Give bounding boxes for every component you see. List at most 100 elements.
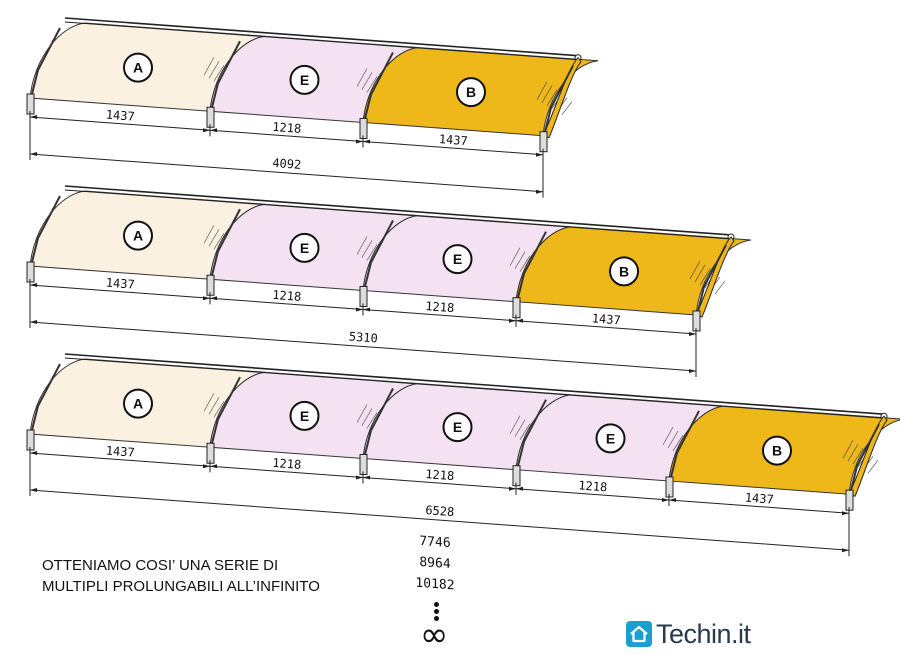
hatch-line — [361, 72, 373, 90]
panel-label-B: B — [466, 84, 476, 100]
hatch-line — [509, 415, 521, 434]
panel-label-E: E — [300, 72, 309, 88]
bracket-arm — [29, 195, 61, 271]
dimension-label: 1218 — [272, 456, 302, 472]
dimension-line — [515, 488, 670, 501]
bracket-arm — [668, 410, 700, 486]
extended-totals-list: 7746 8964 10182 — [405, 532, 465, 595]
dimension-label: 1218 — [425, 467, 455, 483]
panel-label-A: A — [133, 396, 143, 412]
dimension-line — [209, 129, 364, 142]
hatch-line — [847, 444, 859, 462]
bracket-arm — [362, 52, 394, 127]
end-fascia — [542, 56, 582, 139]
top-rail-inner — [64, 357, 885, 419]
bracket-arm — [542, 65, 574, 140]
end-fascia — [695, 236, 735, 318]
caption: OTTENIAMO COSI’ UNA SERIE DI MULTIPLI PR… — [42, 555, 320, 597]
hatch-line — [208, 397, 220, 415]
hatch-line — [366, 244, 378, 261]
panel-label-circle — [762, 435, 792, 466]
panel-label-circle — [442, 412, 473, 443]
hatch-line — [667, 430, 679, 449]
logo-text: Techin.it — [656, 618, 751, 649]
panel-label-circle — [442, 244, 473, 275]
dimension-label: 1218 — [578, 478, 608, 494]
end-fascia — [848, 415, 888, 497]
hatch-line — [208, 61, 220, 79]
dimension-label: 1218 — [272, 120, 302, 136]
dimension-line — [362, 308, 517, 322]
bracket-arm — [362, 388, 394, 463]
hatch-line — [541, 85, 553, 103]
hatch-line — [203, 225, 215, 244]
dimension-line — [209, 297, 364, 310]
panel-label-B: B — [619, 263, 629, 279]
hatch-line — [514, 251, 526, 269]
hatch-line — [361, 240, 373, 258]
total-10182: 10182 — [415, 575, 455, 594]
panel-label-circle — [456, 77, 486, 108]
panel-label-B: B — [772, 443, 782, 459]
hatch-line — [852, 448, 864, 465]
dimension-line — [29, 284, 211, 299]
bracket-arm — [848, 423, 880, 499]
dimension-label: 1218 — [272, 288, 302, 304]
hatch-line — [361, 408, 373, 426]
dimension-line — [362, 476, 517, 490]
panel-label-E: E — [300, 240, 309, 256]
bracket-arm — [515, 399, 547, 474]
panel-label-E: E — [453, 419, 462, 435]
hatch-line — [519, 255, 531, 272]
hatch-line — [213, 65, 225, 82]
hatch-line — [366, 76, 378, 93]
bracket-arm — [695, 244, 727, 320]
panel-label-circle — [123, 52, 153, 83]
panel-label-A: A — [133, 228, 143, 244]
hatch-line — [356, 236, 368, 255]
hatch-line — [203, 393, 215, 412]
bracket-arm — [209, 376, 241, 452]
bracket-arm — [209, 208, 241, 284]
top-rail — [64, 353, 885, 415]
top-rail — [64, 17, 579, 57]
panel-label-circle — [289, 400, 320, 431]
hatch-line — [514, 419, 526, 437]
dimension-label: 1437 — [591, 311, 621, 327]
hatch-line — [699, 268, 711, 286]
total-label: 6528 — [425, 503, 455, 519]
dimension-label: 1437 — [105, 444, 135, 460]
hatch-line — [208, 229, 220, 247]
panel-label-circle — [289, 232, 320, 263]
hatch-line — [213, 233, 225, 250]
house-icon — [626, 621, 652, 647]
hatch-line — [672, 434, 684, 452]
bracket-arm — [29, 27, 61, 103]
hatch-line — [694, 264, 706, 283]
hatch-line — [662, 426, 674, 446]
dimension-label: 1437 — [105, 108, 135, 124]
hatch-line — [356, 68, 368, 87]
bracket-arm — [209, 40, 241, 116]
dimension-line — [29, 116, 211, 131]
panel-label-E: E — [453, 251, 462, 267]
panel-label-circle — [609, 256, 639, 287]
panel-label-A: A — [133, 60, 143, 76]
dimension-line — [668, 499, 850, 514]
dimension-line — [362, 140, 544, 156]
top-rail-inner — [64, 189, 732, 240]
dimension-label: 1437 — [438, 132, 468, 148]
hatch-line — [689, 260, 701, 280]
bracket-arm — [29, 363, 61, 439]
hatch-line — [356, 404, 368, 423]
dimension-label: 1218 — [425, 299, 455, 315]
dimension-line — [29, 452, 211, 467]
hatch-line — [203, 57, 215, 76]
total-dimension-line — [29, 321, 697, 372]
hatch-line — [714, 280, 726, 295]
panel-label-circle — [595, 423, 626, 454]
continuation-dots — [430, 602, 442, 623]
